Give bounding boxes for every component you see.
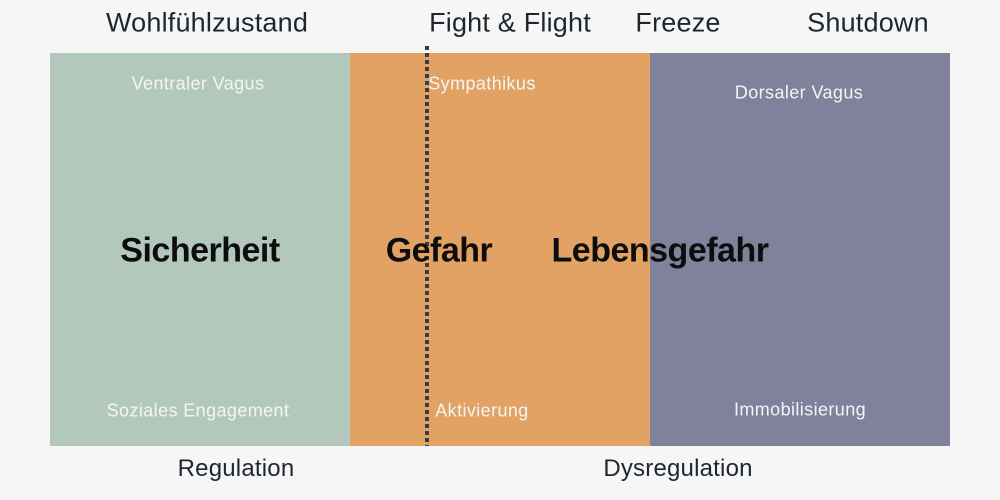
sympathikus-label: Sympathikus — [428, 73, 536, 94]
label-freeze: Freeze — [635, 7, 721, 38]
dorsal-vagus-label: Dorsaler Vagus — [734, 82, 864, 103]
lebensgefahr-label: Lebensgefahr — [551, 231, 769, 270]
label-regulation: Regulation — [177, 455, 295, 482]
aktivierung-label: Aktivierung — [435, 400, 529, 421]
label-fight-flight: Fight & Flight — [429, 7, 591, 38]
sicherheit-label: Sicherheit — [120, 231, 280, 270]
label-shutdown: Shutdown — [807, 7, 929, 38]
soziales-engagement-label: Soziales Engagement — [106, 400, 290, 421]
dotted-divider-line — [425, 46, 429, 446]
label-dysregulation: Dysregulation — [603, 455, 753, 482]
ventral-vagus-label: Ventraler Vagus — [131, 73, 265, 94]
panels-container: Ventraler Vagus Sympathikus Dorsaler Vag… — [50, 46, 950, 446]
panel-sympathikus — [350, 53, 650, 446]
immobilisierung-label: Immobilisierung — [733, 399, 867, 420]
gefahr-label: Gefahr — [385, 231, 493, 270]
label-wohlfuehlzustand: Wohlfühlzustand — [105, 7, 309, 38]
panel-dorsal-vagus — [650, 53, 950, 446]
panel-ventral-vagus — [50, 53, 350, 446]
